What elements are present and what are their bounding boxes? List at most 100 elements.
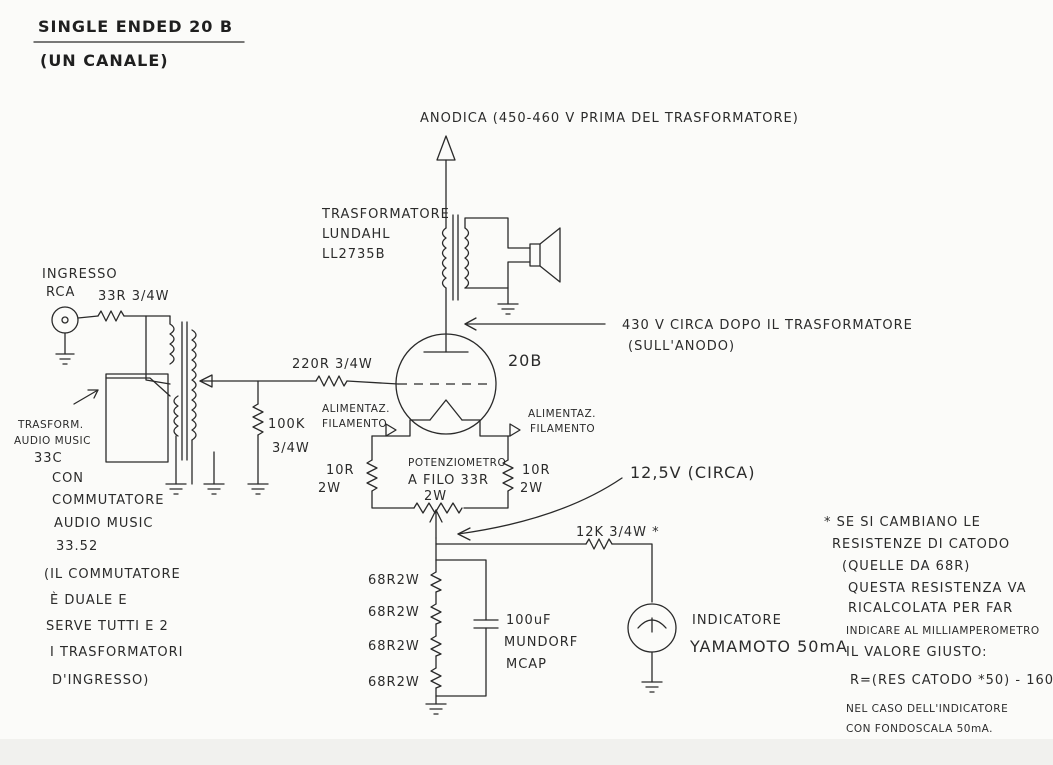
filament-left-wire: [371, 419, 431, 437]
title-line-2: (UN CANALE): [40, 51, 169, 70]
pot-label-2: A FILO 33R: [408, 473, 489, 488]
r10-right-watt-label: 2W: [520, 481, 543, 496]
commutatore-note-4: I TRASFORMATORI: [50, 645, 183, 660]
anodica-label: ANODICA (450-460 V PRIMA DEL TRASFORMATO…: [420, 111, 799, 126]
tube-filament: [429, 399, 463, 421]
cathode-resistor-4-label: 68R2W: [368, 675, 420, 690]
output-primary-coil: [441, 227, 447, 289]
filament-right-label-2: FILAMENTO: [530, 423, 595, 435]
con-label: CON: [52, 471, 84, 486]
filament-right-wire: [461, 419, 511, 437]
filament-left-arrow-icon: [385, 423, 397, 437]
input-switch-wire: [145, 315, 171, 385]
output-secondary-coil: [464, 227, 470, 289]
cap-wire-top: [435, 559, 487, 621]
ground-icon: [497, 303, 519, 315]
output-transformer-model: LL2735B: [322, 247, 386, 262]
commutatore-note-2: È DUALE E: [50, 592, 128, 608]
switch-wire: [105, 377, 171, 397]
indicator-label-2: YAMAMOTO 50mA: [689, 637, 848, 656]
commutatore-note-1: (IL COMMUTATORE: [44, 567, 181, 582]
speaker-cone: [539, 227, 561, 283]
r10-left-label: 10R: [326, 463, 355, 478]
note-line-3: (QUELLE DA 68R): [842, 559, 970, 574]
ground-icon: [165, 483, 187, 495]
filament-left-label-2: FILAMENTO: [322, 418, 387, 430]
switch-box: [105, 373, 169, 463]
cathode-resistor-3: [430, 635, 442, 657]
input-resistor-label: 33R 3/4W: [98, 289, 169, 304]
note-line-9: CON FONDOSCALA 50mA.: [846, 723, 993, 735]
meter-resistor: [585, 538, 613, 550]
filament-right-arrow-icon: [509, 423, 521, 437]
model-3352-label: 33.52: [56, 539, 98, 554]
arrow-head-icon: [457, 527, 471, 541]
anode-voltage-label-2: (SULL'ANODO): [628, 339, 735, 354]
tube-label: 20B: [508, 351, 542, 370]
input-primary-coil: [169, 323, 175, 365]
trasform-pointer: [73, 389, 99, 405]
note-line-1: * SE SI CAMBIANO LE: [824, 515, 981, 530]
output-transformer-name: TRASFORMATORE: [321, 207, 450, 222]
ground-icon: [55, 353, 75, 365]
speaker-wire-bottom: [464, 261, 531, 289]
r10-left-watt-label: 2W: [318, 481, 341, 496]
pot-label-3: 2W: [424, 489, 447, 504]
r10-right-label: 10R: [522, 463, 551, 478]
cathode-resistor-2-label: 68R2W: [368, 605, 420, 620]
rca-center-pin: [61, 316, 69, 324]
grid-wire-right: [346, 380, 399, 385]
audio-music-label: AUDIO MUSIC: [54, 516, 154, 531]
arrow-head-icon: [464, 317, 477, 331]
cap-label-1: 100uF: [506, 613, 552, 628]
indicator-label-1: INDICATORE: [692, 613, 782, 628]
speaker-wire-top: [464, 217, 531, 249]
rca-label: RCA: [46, 285, 75, 300]
grid-resistor-label: 220R 3/4W: [292, 357, 373, 372]
cathode-resistor-1: [430, 571, 442, 593]
speaker-icon: [529, 243, 541, 267]
note-line-6: INDICARE AL MILLIAMPEROMETRO: [846, 625, 1040, 637]
commutatore-note-3: SERVE TUTTI E 2: [46, 619, 169, 634]
grid-resistor: [315, 375, 348, 387]
grid-leak-watt-label: 3/4W: [272, 441, 310, 456]
filament-voltage-label: 12,5V (CIRCA): [630, 463, 755, 482]
r10-right-resistor: [502, 459, 514, 492]
pot-wiper-arrow-icon: [429, 509, 443, 523]
output-transformer-brand: LUNDAHL: [322, 227, 391, 242]
r10-left-wire-bottom: [371, 490, 415, 509]
cap-label-3: MCAP: [506, 657, 547, 672]
input-wire: [77, 315, 99, 319]
pot-label-1: POTENZIOMETRO: [408, 457, 506, 469]
input-tap-coil: [173, 395, 179, 437]
title-line-1: SINGLE ENDED 20 B: [38, 17, 233, 36]
meter-wire-2: [611, 543, 653, 603]
cathode-resistor-3-label: 68R2W: [368, 639, 420, 654]
cathode-resistor-1-label: 68R2W: [368, 573, 420, 588]
r10-right-wire-bottom: [463, 490, 509, 509]
ground-icon: [247, 483, 269, 495]
formula: R=(RES CATODO *50) - 1600: [850, 673, 1053, 688]
note-line-2: RESISTENZE DI CATODO: [832, 537, 1010, 552]
cathode-resistor-2: [430, 603, 442, 625]
grid-leak-label: 100K: [268, 417, 305, 432]
note-line-4: QUESTA RESISTENZA VA: [848, 581, 1027, 596]
note-line-7: IL VALORE GIUSTO:: [846, 645, 988, 660]
rca-jack-icon[interactable]: [51, 306, 79, 334]
cap-wire-bottom: [435, 627, 487, 697]
input-resistor: [97, 310, 125, 322]
input-trafo-label-2: AUDIO MUSIC: [14, 435, 91, 447]
filament-right-label-1: ALIMENTAZ.: [528, 408, 596, 420]
filament-potentiometer: [413, 502, 463, 514]
filament-left-label-1: ALIMENTAZ.: [322, 403, 390, 415]
grid-leak-resistor: [252, 403, 264, 436]
arrow-head-icon: [87, 389, 99, 399]
ground-icon: [425, 703, 447, 715]
cathode-resistor-4: [430, 667, 442, 689]
meter-resistor-label: 12K 3/4W *: [576, 525, 660, 540]
cap-label-2: MUNDORF: [504, 635, 578, 650]
filament-voltage-pointer: [457, 477, 623, 535]
anode-voltage-label-1: 430 V CIRCA DOPO IL TRASFORMATORE: [622, 318, 913, 333]
